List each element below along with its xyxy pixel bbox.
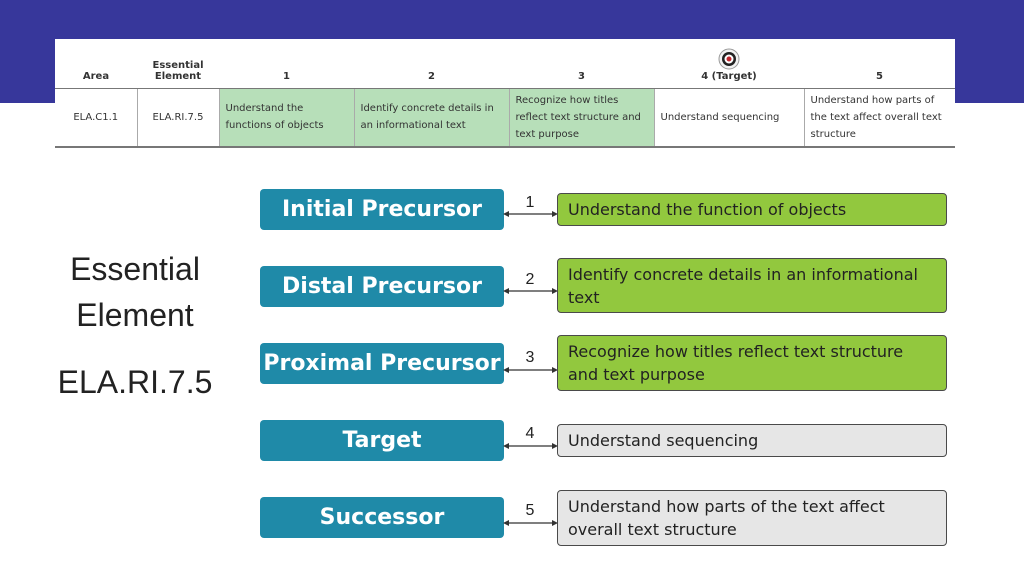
- table-cell-3: Recognize how titles reflect text struct…: [509, 88, 655, 148]
- essential-element-title-line1: Essential: [70, 251, 200, 287]
- table-cell-4: Understand sequencing: [654, 88, 805, 148]
- table-cell-essential-element: ELA.RI.7.5: [137, 88, 220, 148]
- table-header-3: 3: [509, 39, 654, 89]
- table-header-4-label: 4 (Target): [701, 70, 757, 82]
- table-cell-1: Understand the functions of objects: [219, 88, 355, 148]
- table-header-1: 1: [219, 39, 354, 89]
- table-cell-5: Understand how parts of the text affect …: [804, 88, 955, 148]
- stage-initial-precursor: Initial Precursor: [260, 189, 504, 230]
- stage-number-2: 2: [525, 271, 535, 288]
- double-arrow-4: [503, 443, 558, 449]
- essential-element-table: Area Essential Element 1 2 3 4 (Target) …: [55, 39, 955, 148]
- essential-element-code: ELA.RI.7.5: [57, 364, 213, 400]
- table-header-2: 2: [354, 39, 509, 89]
- table-cell-2: Identify concrete details in an informat…: [354, 88, 510, 148]
- stage-target: Target: [260, 420, 504, 461]
- stage-number-1: 1: [525, 194, 535, 211]
- stage-successor: Successor: [260, 497, 504, 538]
- stage-number-3: 3: [525, 349, 535, 366]
- essential-element-title-line2: Element: [76, 297, 194, 333]
- table-header-5: 5: [804, 39, 955, 89]
- stage-distal-precursor: Distal Precursor: [260, 266, 504, 307]
- double-arrow-5: [503, 520, 558, 526]
- double-arrow-3: [503, 367, 558, 373]
- stage-description-2: Identify concrete details in an informat…: [557, 258, 947, 313]
- stage-description-1: Understand the function of objects: [557, 193, 947, 226]
- target-icon: [718, 48, 740, 69]
- table-header-essential-element: Essential Element: [137, 39, 219, 89]
- double-arrow-2: [503, 288, 558, 294]
- stage-description-5: Understand how parts of the text affect …: [557, 490, 947, 546]
- table-header-area: Area: [55, 39, 137, 89]
- stage-number-4: 4: [525, 425, 535, 442]
- stage-proximal-precursor: Proximal Precursor: [260, 343, 504, 384]
- table-header-target: 4 (Target): [654, 39, 804, 89]
- double-arrow-1: [503, 211, 558, 217]
- stage-description-4: Understand sequencing: [557, 424, 947, 457]
- stage-description-3: Recognize how titles reflect text struct…: [557, 335, 947, 391]
- table-cell-area: ELA.C1.1: [55, 88, 138, 148]
- stage-number-5: 5: [525, 502, 535, 519]
